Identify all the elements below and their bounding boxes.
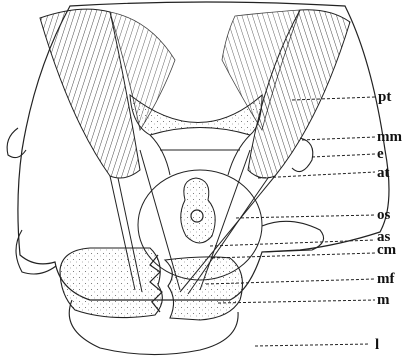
label-mf: mf <box>377 271 395 287</box>
left-lateral-lobe <box>16 230 56 274</box>
right-mandible <box>165 257 242 320</box>
label-pt: pt <box>378 89 391 105</box>
label-os: os <box>377 207 391 223</box>
tentorial-arms <box>150 135 250 175</box>
label-at: at <box>377 165 390 181</box>
label-l: l <box>375 337 379 353</box>
left-mandible <box>60 248 162 318</box>
label-m: m <box>377 292 390 308</box>
label-mm: mm <box>377 129 402 145</box>
label-e: e <box>377 146 384 162</box>
label-cm: cm <box>377 242 397 258</box>
